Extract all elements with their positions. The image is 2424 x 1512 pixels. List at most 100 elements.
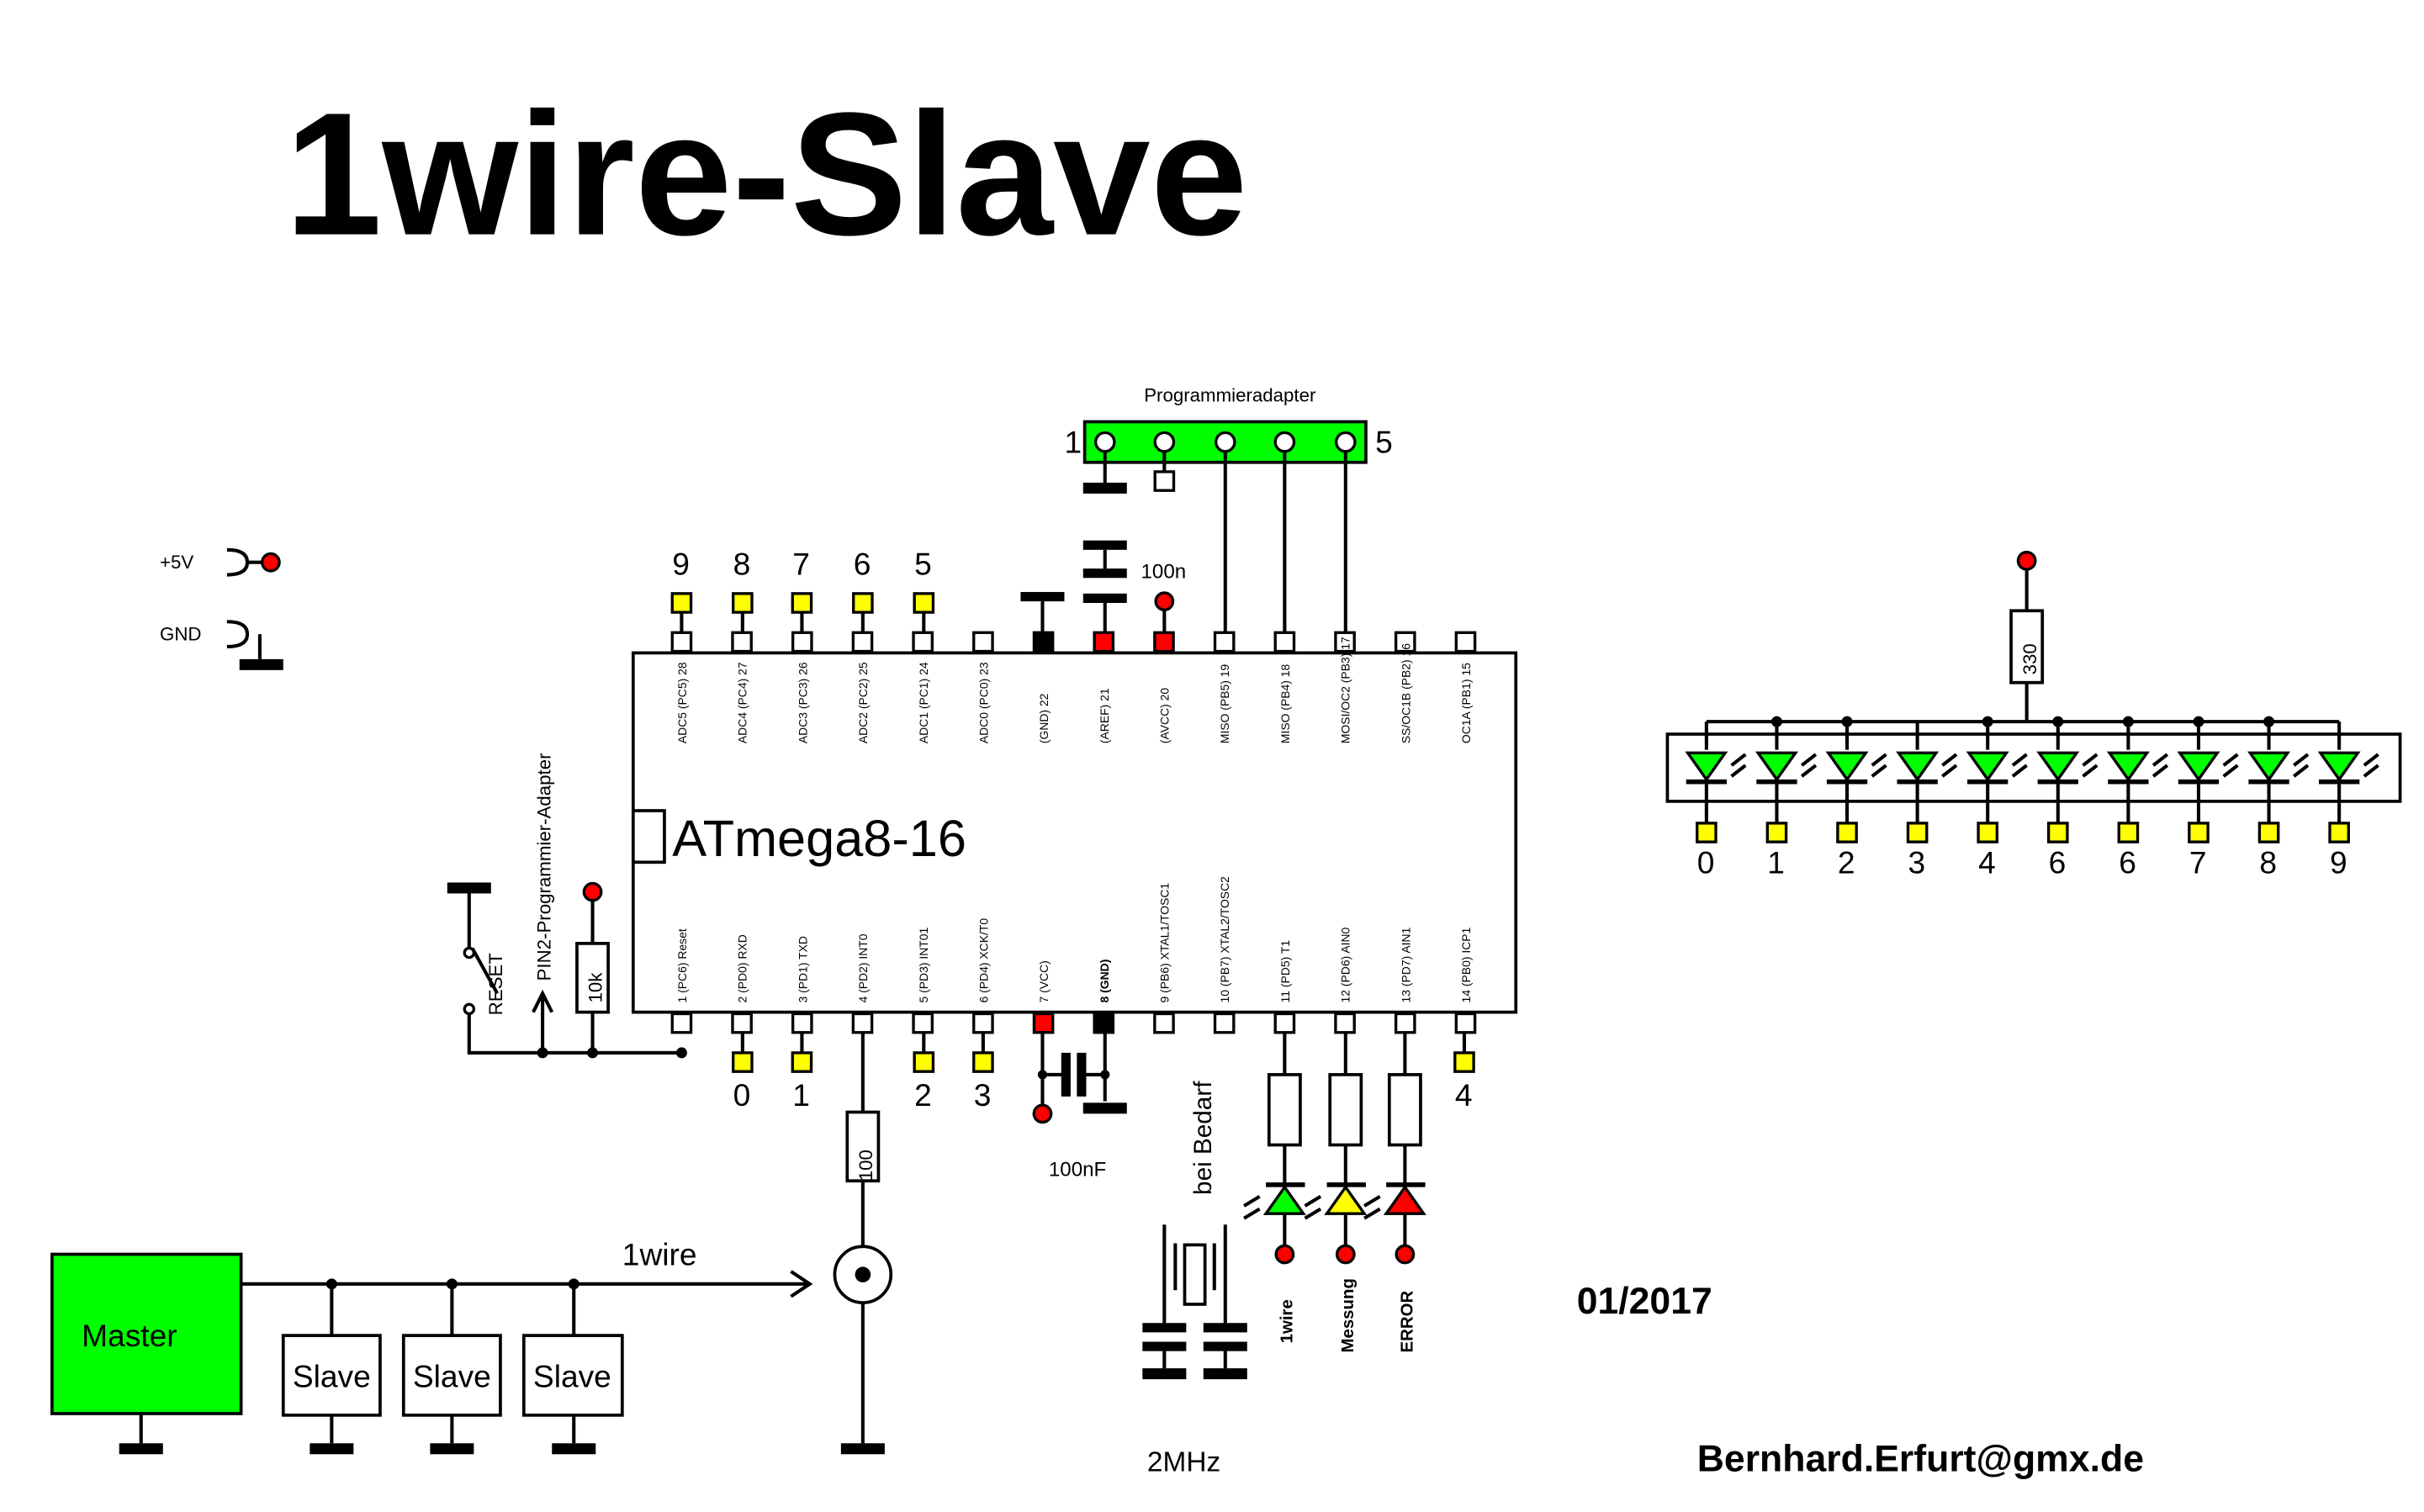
top-number-8: 8 (733, 547, 751, 582)
led-bar-pad (2188, 822, 2210, 843)
programmer-pin-last: 5 (1375, 425, 1393, 460)
top-pin-label: ADC4 (PC4) 27 (736, 662, 749, 743)
bottom-pin-label: 7 (VCC) (1037, 960, 1051, 1002)
bottom-pin-label: 11 (PD5) T1 (1278, 940, 1292, 1003)
bottom-pin-label: 4 (PD2) INT0 (856, 933, 870, 1002)
top-pin-pad (731, 631, 753, 653)
top-pin-label: ADC5 (PC5) 28 (675, 662, 689, 743)
slave-label-3: Slave (533, 1358, 611, 1393)
led-bar-led (1825, 751, 1869, 782)
led-bar-pad (1906, 822, 1929, 843)
cap-bottom-label: 100nF (1049, 1159, 1106, 1182)
adapter-label: PIN2-Programmier-Adapter (533, 753, 554, 981)
led-bar-led (1896, 751, 1940, 782)
led-bar-led (2177, 751, 2220, 782)
status-led-label-error: ERROR (1399, 1291, 1417, 1353)
led-bar-pad (1836, 822, 1858, 843)
bottom-pin-label: 5 (PD3) INT01 (917, 927, 930, 1002)
bottom-pin-label: 13 (PD7) AIN1 (1399, 927, 1412, 1002)
top-pin-label: SS/OC1B (PB2) 16 (1399, 643, 1412, 743)
bottom-pin-pad (670, 1012, 693, 1034)
reset-resistor-label: 10k (585, 972, 606, 1003)
bottom-number-4: 4 (1455, 1077, 1473, 1113)
bottom-pin-pad (731, 1012, 753, 1034)
top-pin-pad (1093, 631, 1115, 653)
crystal-note: bei Bedarf (1189, 1081, 1217, 1195)
top-pin-label: ADC2 (PC2) 25 (856, 662, 870, 743)
led-bar-resistor-label: 330 (2019, 643, 2040, 674)
top-pin-pad (670, 631, 693, 653)
top-pin-pad (1032, 631, 1055, 653)
top-pin-pad (1213, 631, 1236, 653)
led-bar-led (1966, 751, 2009, 782)
bottom-pin-pad (851, 1012, 874, 1034)
bottom-pin-label: 14 (PB0) ICP1 (1459, 927, 1473, 1002)
bottom-number-3: 3 (974, 1077, 992, 1113)
bottom-pin-pad (912, 1012, 934, 1034)
led-bar-pad (2328, 822, 2350, 843)
top-pin-pad (972, 631, 994, 653)
led-bar-pad (1977, 822, 1999, 843)
top-pin-pad (1334, 631, 1356, 653)
led-bar-led (2317, 751, 2361, 782)
bottom-number-0: 0 (733, 1077, 751, 1113)
bottom-pin-pad (1213, 1012, 1236, 1034)
led-bar-pad (1765, 822, 1788, 843)
top-pin-label: ADC3 (PC3) 26 (796, 662, 809, 743)
led-bar-number: 6 (2119, 844, 2136, 880)
slave-label-1: Slave (293, 1358, 371, 1393)
bottom-pin-label: 1 (PC6) Reset (675, 928, 689, 1002)
top-pin-label: (AREF) 21 (1098, 688, 1111, 743)
top-pin-label: MOSI/OC2 (PB3) 17 (1339, 637, 1352, 743)
bottom-pin-pad (1093, 1012, 1115, 1034)
top-pin-pad (791, 631, 813, 653)
led-bar-number: 8 (2259, 844, 2277, 880)
master-label: Master (82, 1318, 177, 1353)
led-bar-number: 9 (2330, 844, 2347, 880)
bottom-pin-pad (1394, 1012, 1416, 1034)
bottom-pin-pad (1334, 1012, 1356, 1034)
bottom-number-2: 2 (914, 1077, 932, 1113)
bottom-pin-pad (791, 1012, 813, 1034)
bus-label: 1wire (622, 1237, 697, 1272)
programmer-label: Programmieradapter (1144, 384, 1316, 405)
title: 1wire-Slave (285, 77, 1248, 272)
chip-name: ATmega8-16 (672, 810, 966, 867)
led-bar-led (2036, 751, 2080, 782)
gnd-label: GND (160, 624, 201, 645)
bottom-pin-pad (1454, 1012, 1477, 1034)
status-led-label-messung: Messung (1339, 1278, 1358, 1353)
reset-switch-label: RESET (485, 953, 506, 1016)
bottom-pin-label: 12 (PD6) AIN0 (1339, 927, 1352, 1002)
bus-resistor-label: 100 (855, 1150, 876, 1181)
bottom-pin-label: 6 (PD4) XCK/T0 (976, 918, 990, 1003)
bottom-pin-label: 2 (PD0) RXD (736, 934, 749, 1002)
top-pin-pad (1273, 631, 1296, 653)
led-bar-pad (2046, 822, 2069, 843)
vcc-label: +5V (160, 552, 193, 573)
email: Bernhard.Erfurt@gmx.de (1697, 1439, 2144, 1480)
slave-label-2: Slave (413, 1358, 491, 1393)
top-pin-label: (GND) 22 (1037, 693, 1051, 743)
led-bar-number: 4 (1978, 844, 1996, 880)
bottom-pin-label: 9 (PB6) XTAL1/TOSC1 (1158, 883, 1172, 1003)
top-number-5: 5 (914, 547, 932, 582)
led-bar-pad (1696, 822, 1717, 843)
bottom-pin-label: 3 (PD1) TXD (796, 936, 809, 1002)
chip-body (631, 651, 1518, 1014)
led-bar-led (2247, 751, 2291, 782)
top-number-7: 7 (792, 547, 810, 582)
top-pin-pad (1394, 631, 1416, 653)
top-number-6: 6 (854, 547, 871, 582)
led-bar-led (2106, 751, 2150, 782)
top-pin-pad (1454, 631, 1477, 653)
cap-top-label: 100n (1141, 560, 1186, 583)
top-pin-label: ADC1 (PC1) 24 (917, 662, 930, 743)
led-bar-number: 1 (1767, 844, 1785, 880)
led-bar-led (1754, 751, 1798, 782)
master-box (50, 1252, 243, 1415)
top-pin-label: MISO (PB5) 19 (1218, 663, 1231, 743)
led-bar-number: 6 (2049, 844, 2067, 880)
top-pin-label: OC1A (PB1) 15 (1459, 663, 1473, 743)
